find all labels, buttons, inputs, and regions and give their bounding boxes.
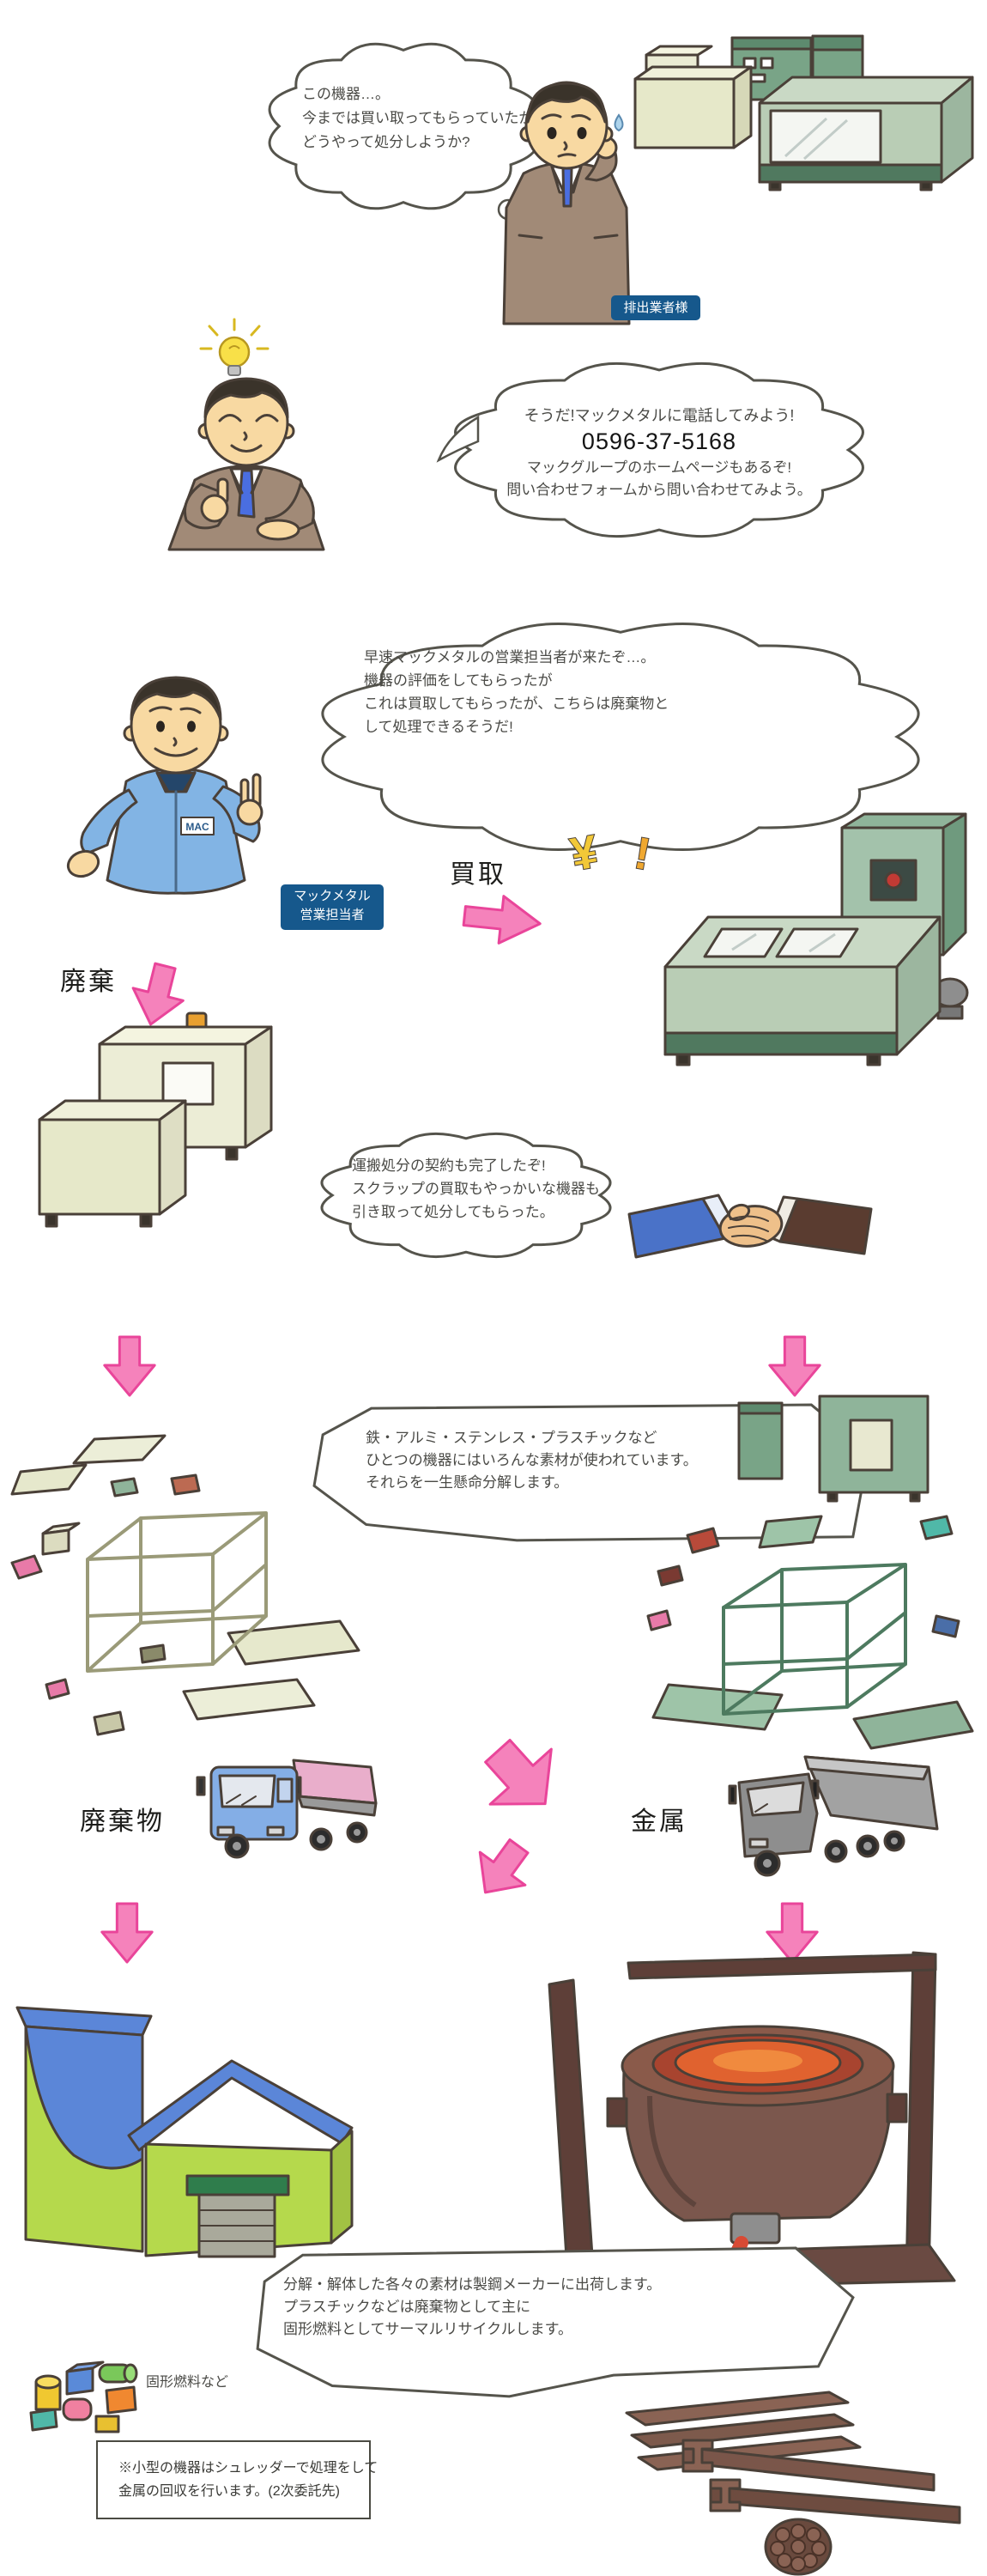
- bubble-line: マックグループのホームページもあるぞ!: [526, 459, 792, 476]
- buy-label: 買取: [450, 860, 506, 889]
- bubble-line: 早速マックメタルの営業担当者が来たぞ…。: [364, 649, 656, 665]
- handshake-illustration: [627, 1194, 873, 1259]
- bubble-line: スクラップの買取もやっかいな機器も: [352, 1181, 600, 1197]
- sweat-drop-icon: [614, 113, 624, 132]
- note-line: 金属の回収を行います。(2次委託先): [118, 2484, 340, 2499]
- arrow-down-right-icon: [458, 1715, 584, 1839]
- wire-rod-coil-illustration: [764, 2518, 833, 2576]
- sales-rep-label: マックメタル 営業担当者: [281, 884, 384, 930]
- label-line: マックメタル: [294, 889, 371, 903]
- bubble-line: 引き取って処分してもらった。: [352, 1204, 554, 1220]
- metal-label: 金属: [631, 1807, 687, 1836]
- svg-text:¥: ¥: [567, 826, 602, 881]
- bubble-line: して処理できるそうだ!: [364, 719, 513, 735]
- uniform-logo: MAC: [185, 821, 209, 833]
- disassembled-parts-green: [646, 1394, 974, 1750]
- thought-bubble-text: この機器…。 今までは買い取ってもらっていたが どうやって処分しようか?: [302, 82, 533, 155]
- purchased-machine-illustration: [663, 812, 969, 1066]
- shipping-bubble: [249, 2246, 857, 2401]
- money-exclamation-icon: ¥ !: [566, 825, 655, 882]
- emitter-label: 排出業者様: [611, 295, 700, 320]
- bubble-line: それらを一生懸命分解します。: [366, 1474, 569, 1491]
- arrow-down-icon: [103, 1335, 156, 1397]
- materials-bubble-text: 鉄・アルミ・ステンレス・プラスチックなど ひとつの機器にはいろんな素材が使われて…: [366, 1427, 698, 1494]
- shipping-bubble-text: 分解・解体した各々の素材は製鋼メーカーに出荷します。 プラスチックなどは廃棄物と…: [283, 2274, 661, 2341]
- discarded-machine-illustration: [38, 1012, 273, 1228]
- arrow-down-left-icon: [461, 1828, 543, 1911]
- bubble-line: そうだ!マックメタルに電話してみよう!: [524, 407, 795, 424]
- label-line: 営業担当者: [300, 908, 365, 922]
- lightbulb-icon: [199, 318, 269, 376]
- phone-bubble-text: そうだ!マックメタルに電話してみよう! 0596-37-5168 マックグループ…: [461, 405, 857, 501]
- bubble-line: これは買取してもらったが、こちらは廃棄物と: [364, 696, 669, 712]
- bubble-line: プラスチックなどは廃棄物として主に: [283, 2299, 531, 2315]
- arrow-down-icon: [100, 1902, 154, 1964]
- bubble-line: ひとつの機器にはいろんな素材が使われています。: [366, 1452, 698, 1468]
- solid-fuel-label: 固形燃料など: [146, 2375, 229, 2390]
- waste-label: 廃棄物: [80, 1807, 165, 1836]
- bubble-line: 運搬処分の契約も完了したぞ!: [352, 1157, 546, 1174]
- arrow-down-icon: [768, 1335, 821, 1397]
- disassembled-parts-cream: [10, 1434, 360, 1736]
- bubble-line: 今までは買い取ってもらっていたが: [302, 110, 534, 126]
- phone-bubble-tail: [436, 415, 480, 463]
- metal-truck-illustration: [728, 1755, 939, 1877]
- rep-bubble-text: 早速マックメタルの営業担当者が来たぞ…。 機器の評価をしてもらったが これは買取…: [364, 646, 669, 738]
- arrow-right-icon: [460, 890, 544, 949]
- phone-number: 0596-37-5168: [581, 428, 737, 454]
- bubble-line: この機器…。: [302, 86, 390, 102]
- note-box: ※小型の機器はシュレッダーで処理をして 金属の回収を行います。(2次委託先): [96, 2440, 378, 2519]
- idea-person-illustration: [167, 377, 325, 551]
- note-line: ※小型の機器はシュレッダーで処理をして: [118, 2461, 378, 2476]
- solid-fuel-blocks-illustration: [29, 2360, 138, 2433]
- bubble-line: 分解・解体した各々の素材は製鋼メーカーに出荷します。: [283, 2276, 662, 2293]
- machines-illustration: [633, 34, 974, 191]
- discard-label: 廃棄: [60, 968, 117, 996]
- furnace-illustration: [548, 1951, 956, 2291]
- bubble-line: 問い合わせフォームから問い合わせてみよう。: [506, 482, 812, 498]
- waste-plant-illustration: [15, 2006, 354, 2258]
- svg-text:!: !: [631, 829, 654, 880]
- bubble-line: 機器の評価をしてもらったが: [364, 672, 553, 689]
- contract-bubble-text: 運搬処分の契約も完了したぞ! スクラップの買取もやっかいな機器も 引き取って処分…: [352, 1154, 600, 1224]
- steel-beams-illustration: [681, 2439, 961, 2524]
- bubble-line: 固形燃料としてサーマルリサイクルします。: [283, 2321, 572, 2337]
- emitter-person-illustration: [502, 81, 631, 325]
- waste-truck-illustration: [196, 1759, 378, 1859]
- bubble-line: どうやって処分しようか?: [302, 134, 470, 150]
- bubble-line: 鉄・アルミ・ステンレス・プラスチックなど: [366, 1430, 657, 1446]
- sales-rep-illustration: MAC: [66, 676, 263, 895]
